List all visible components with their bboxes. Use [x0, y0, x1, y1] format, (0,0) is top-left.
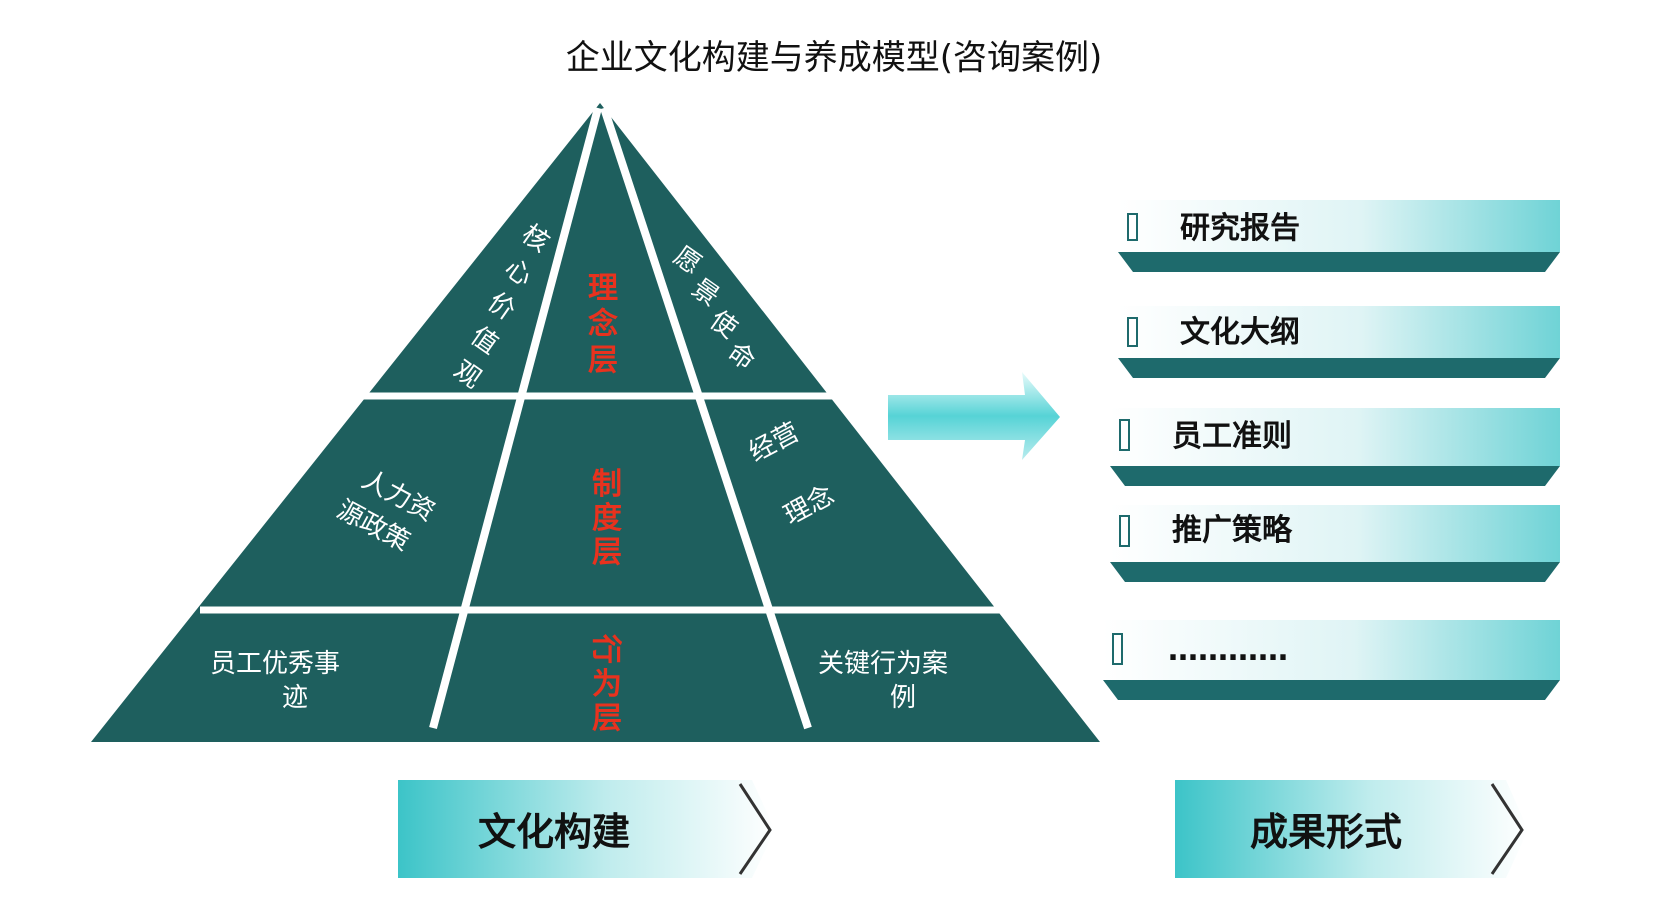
output-bar-2: 文化大纲 — [1118, 306, 1560, 378]
key-behavior-cases-line-2: 例 — [890, 683, 916, 713]
behavior-layer-char-3: 层 — [592, 701, 622, 736]
tab-output-forms-label: 成果形式 — [1250, 810, 1402, 854]
tab-culture-building: 文化构建 — [398, 780, 775, 878]
output-bar-4: 推广策略 — [1110, 505, 1560, 582]
output-bar-3: 员工准则 — [1110, 408, 1560, 486]
pyramid: 核 心 价 值 观 理 念 层 愿 景 使 命 人力资 源政策 制 度 层 经营… — [91, 103, 1100, 742]
output-label-5: ………… — [1168, 633, 1288, 668]
divider-right-slant — [600, 106, 812, 730]
pyramid-bottom-center-text: 行 为 层 — [588, 633, 623, 736]
tab-culture-building-label: 文化构建 — [478, 810, 630, 854]
concept-layer-char-3: 层 — [588, 343, 618, 378]
behavior-layer-char-1: 行 — [588, 633, 623, 664]
tab-output-forms: 成果形式 — [1175, 780, 1528, 878]
concept-layer-char-2: 念 — [588, 307, 618, 342]
output-bar-5: ………… — [1103, 620, 1560, 700]
employee-deeds-line-2: 迹 — [282, 683, 308, 713]
output-label-4: 推广策略 — [1172, 513, 1293, 548]
concept-layer-char-1: 理 — [588, 271, 618, 306]
pyramid-body — [91, 103, 1100, 742]
pyramid-top-center-text: 理 念 层 — [588, 271, 618, 378]
system-layer-char-1: 制 — [592, 467, 622, 502]
output-bar-1: 研究报告 — [1118, 200, 1560, 272]
employee-deeds-line-1: 员工优秀事 — [210, 649, 340, 679]
output-label-2: 文化大纲 — [1180, 315, 1300, 350]
system-layer-char-2: 度 — [592, 501, 622, 536]
behavior-layer-char-2: 为 — [592, 667, 622, 702]
key-behavior-cases-line-1: 关键行为案 — [818, 649, 948, 679]
outputs-list: 研究报告 文化大纲 员工准则 推广策略 ………… — [1103, 200, 1560, 700]
right-arrow — [888, 372, 1060, 460]
diagram-title: 企业文化构建与养成模型(咨询案例) — [565, 38, 1103, 78]
output-label-1: 研究报告 — [1180, 211, 1300, 246]
system-layer-char-3: 层 — [592, 535, 622, 570]
output-label-3: 员工准则 — [1172, 419, 1292, 454]
divider-left-slant — [429, 106, 602, 730]
pyramid-middle-center-text: 制 度 层 — [592, 467, 622, 570]
